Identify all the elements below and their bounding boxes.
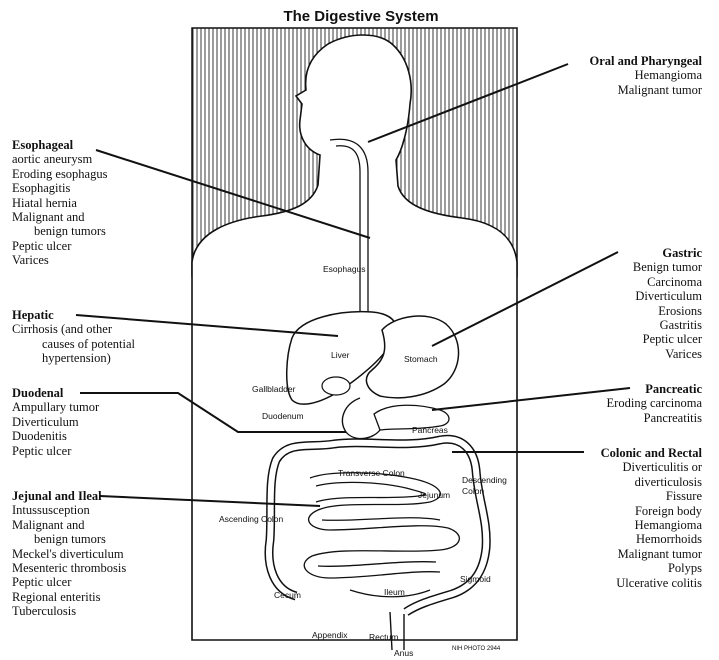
colonic-item: diverticulosis <box>540 475 702 489</box>
esophageal-heading: Esophageal <box>12 138 107 152</box>
sigmoid-label: Sigmoid <box>460 572 491 586</box>
duodenal-heading: Duodenal <box>12 386 99 400</box>
esophageal-item: Malignant and <box>12 210 107 224</box>
oral-item: Hemangioma <box>540 68 702 82</box>
gastric-item: Diverticulum <box>540 289 702 303</box>
colonic-item: Hemangioma <box>540 518 702 532</box>
oral-item: Malignant tumor <box>540 83 702 97</box>
duodenal-item: Ampullary tumor <box>12 400 99 414</box>
appendix-label: Appendix <box>312 628 347 642</box>
jejunal-item: Meckel's diverticulum <box>12 547 126 561</box>
esophageal-item: Eroding esophagus <box>12 167 107 181</box>
oral-heading: Oral and Pharyngeal <box>540 54 702 68</box>
esophageal-item: Esophagitis <box>12 181 107 195</box>
gallbladder-shape <box>322 377 350 395</box>
duodenum-label: Duodenum <box>262 409 304 423</box>
colonic-rectal-callout: Colonic and Rectal Diverticulitis or div… <box>540 446 702 590</box>
gastric-item: Gastritis <box>540 318 702 332</box>
descending-colon-label: Descending Colon <box>462 475 522 497</box>
colonic-item: Foreign body <box>540 504 702 518</box>
liver-label: Liver <box>331 348 349 362</box>
gastric-item: Carcinoma <box>540 275 702 289</box>
pancreas-label: Pancreas <box>412 423 448 437</box>
gallbladder-label: Gallbladder <box>252 382 295 396</box>
gastric-callout: Gastric Benign tumor Carcinoma Diverticu… <box>540 246 702 361</box>
rectum-label: Rectum <box>369 630 398 644</box>
colonic-item: Fissure <box>540 489 702 503</box>
colonic-item: Malignant tumor <box>540 547 702 561</box>
hepatic-item: causes of potential <box>12 337 135 351</box>
gastric-item: Benign tumor <box>540 260 702 274</box>
jejunal-item: Peptic ulcer <box>12 575 126 589</box>
jejunal-item: Tuberculosis <box>12 604 126 618</box>
hepatic-item: hypertension) <box>12 351 135 365</box>
duodenal-callout: Duodenal Ampullary tumor Diverticulum Du… <box>12 386 99 458</box>
pancreatic-item: Pancreatitis <box>540 411 702 425</box>
esophageal-item: aortic aneurysm <box>12 152 107 166</box>
duodenal-item: Duodenitis <box>12 429 99 443</box>
pancreatic-heading: Pancreatic <box>540 382 702 396</box>
esophageal-callout: Esophageal aortic aneurysm Eroding esoph… <box>12 138 107 268</box>
jejunal-item: benign tumors <box>12 532 126 546</box>
esophageal-item: Varices <box>12 253 107 267</box>
jejunal-item: Regional enteritis <box>12 590 126 604</box>
pancreatic-callout: Pancreatic Eroding carcinoma Pancreatiti… <box>540 382 702 425</box>
gastric-item: Erosions <box>540 304 702 318</box>
pancreatic-item: Eroding carcinoma <box>540 396 702 410</box>
transverse-colon-label: Transverse Colon <box>338 466 405 480</box>
colonic-item: Polyps <box>540 561 702 575</box>
jejunal-item: Intussusception <box>12 503 126 517</box>
oral-pharyngeal-callout: Oral and Pharyngeal Hemangioma Malignant… <box>540 54 702 97</box>
jejunum-label: Jejunum <box>418 488 450 502</box>
stomach-label: Stomach <box>404 352 438 366</box>
esophageal-item: Peptic ulcer <box>12 239 107 253</box>
jejunal-item: Malignant and <box>12 518 126 532</box>
jejunal-item: Mesenteric thrombosis <box>12 561 126 575</box>
colonic-item: Ulcerative colitis <box>540 576 702 590</box>
colonic-item: Hemorrhoids <box>540 532 702 546</box>
photo-credit: NIH PHOTO 2944 <box>452 642 500 656</box>
esophagus-label: Esophagus <box>323 262 366 276</box>
duodenal-item: Peptic ulcer <box>12 444 99 458</box>
gastric-item: Peptic ulcer <box>540 332 702 346</box>
colonic-item: Diverticulitis or <box>540 460 702 474</box>
hepatic-heading: Hepatic <box>12 308 135 322</box>
esophageal-item: benign tumors <box>12 224 107 238</box>
duodenal-item: Diverticulum <box>12 415 99 429</box>
hepatic-item: Cirrhosis (and other <box>12 322 135 336</box>
esophageal-item: Hiatal hernia <box>12 196 107 210</box>
gastric-heading: Gastric <box>540 246 702 260</box>
colonic-heading: Colonic and Rectal <box>540 446 702 460</box>
ileum-label: Ileum <box>384 585 405 599</box>
cecum-label: Cecum <box>274 588 301 602</box>
hepatic-callout: Hepatic Cirrhosis (and other causes of p… <box>12 308 135 366</box>
ascending-colon-label: Ascending Colon <box>219 512 283 526</box>
jejunal-heading: Jejunal and Ileal <box>12 489 126 503</box>
jejunal-ileal-callout: Jejunal and Ileal Intussusception Malign… <box>12 489 126 619</box>
gastric-item: Varices <box>540 347 702 361</box>
